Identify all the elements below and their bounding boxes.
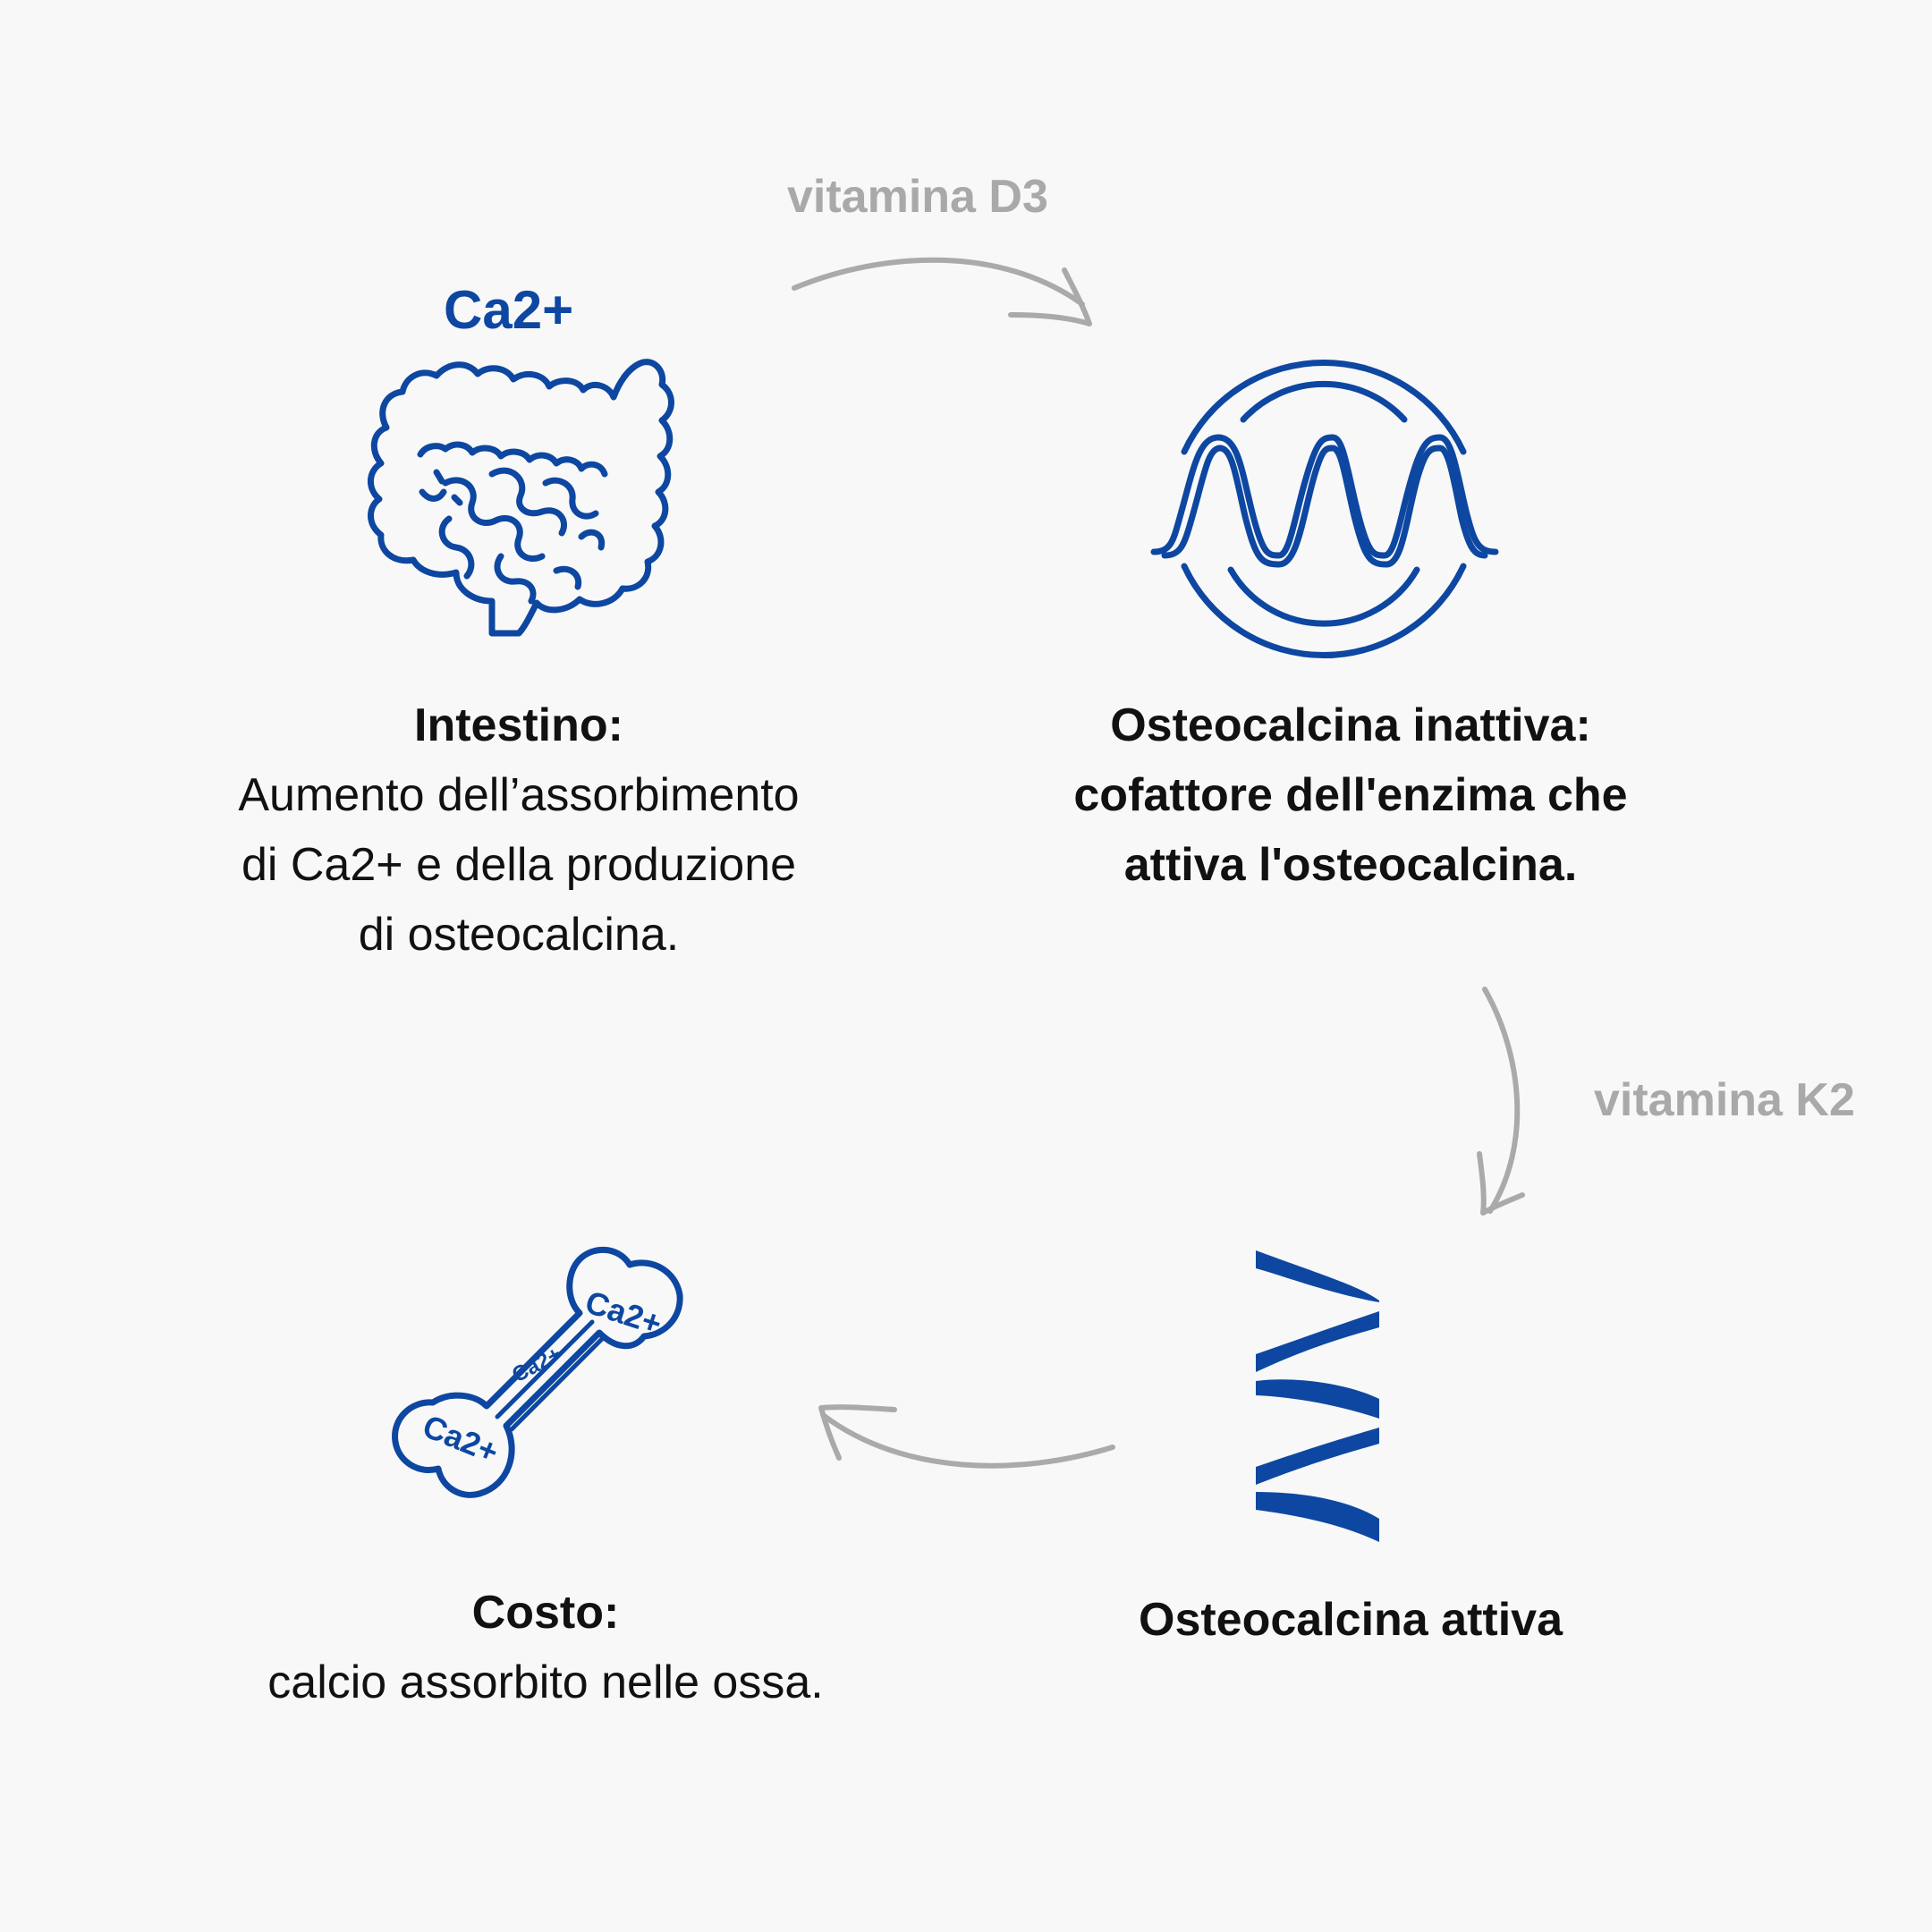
inactive-caption: Osteocalcina inattiva: cofattore dell'en… [966, 691, 1735, 900]
helix-icon [1256, 1250, 1379, 1542]
vitamin-d3-label: vitamina D3 [787, 171, 1048, 223]
bone-line: calcio assorbito nelle ossa. [267, 1657, 824, 1708]
vitamin-k2-label: vitamina K2 [1594, 1074, 1855, 1126]
dna-circle-icon [1150, 359, 1499, 659]
active-caption: Osteocalcina attiva [966, 1585, 1735, 1655]
intestine-line: di Ca2+ e della produzione [241, 839, 797, 891]
intestine-ca-label: Ca2+ [444, 280, 574, 340]
bone-caption: Costo: calcio assorbito nelle ossa. [161, 1578, 930, 1717]
intestine-icon [368, 359, 674, 637]
intestine-line: di osteocalcina. [358, 909, 680, 961]
inactive-line: cofattore dell'enzima che [1073, 769, 1628, 821]
inactive-heading: Osteocalcina inattiva: [1110, 699, 1591, 751]
inactive-line: attiva l'osteocalcina. [1123, 839, 1578, 891]
intestine-line: Aumento dell’assorbimento [238, 769, 800, 821]
bone-label: Ca2+ [581, 1284, 666, 1343]
intestine-caption: Intestino: Aumento dell’assorbimento di … [143, 691, 894, 970]
bone-label: Ca2+ [418, 1407, 504, 1470]
active-heading: Osteocalcina attiva [1139, 1594, 1563, 1646]
bone-label: Ca2+ [508, 1342, 565, 1387]
bone-icon: Ca2+ Ca2+ Ca2+ [392, 1246, 683, 1498]
bone-heading: Costo: [471, 1587, 620, 1639]
intestine-heading: Intestino: [414, 699, 623, 751]
